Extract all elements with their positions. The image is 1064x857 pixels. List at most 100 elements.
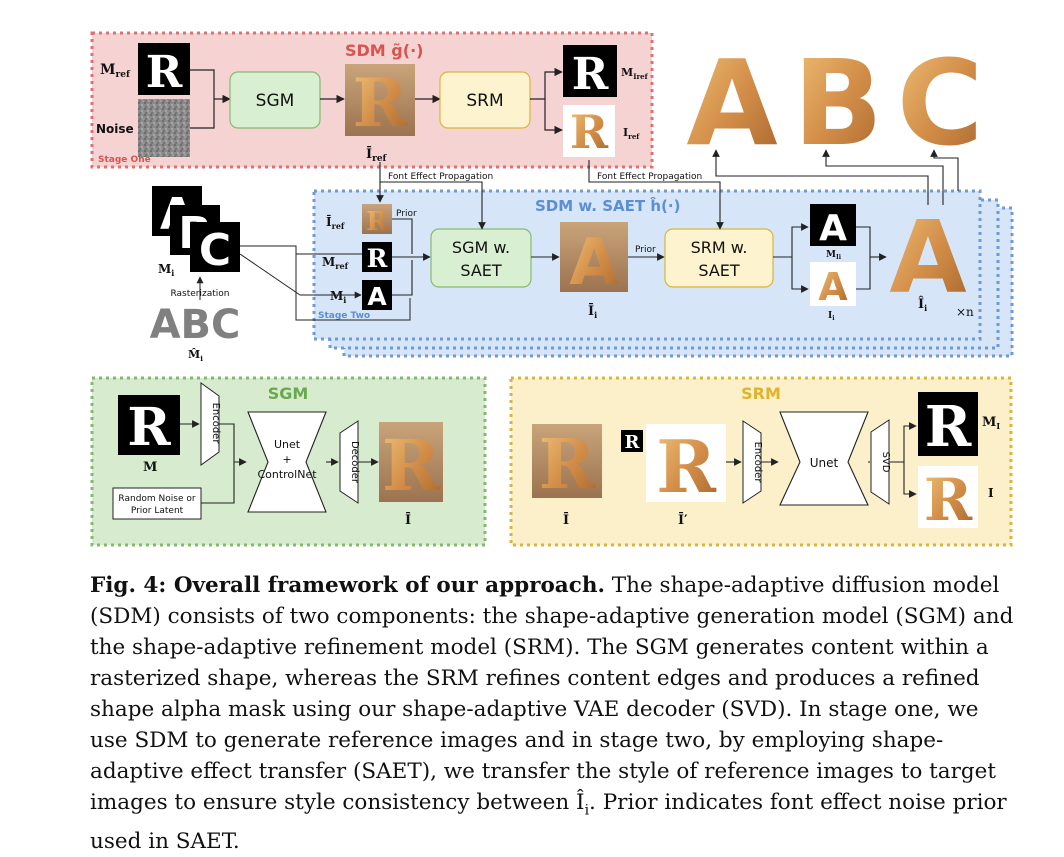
- fep-label-right: Font Effect Propagation: [597, 172, 702, 182]
- svg-text:R: R: [539, 425, 596, 505]
- srm-prime-image: [646, 424, 726, 502]
- i-i-label: Ii: [828, 311, 835, 322]
- noise-label: Noise: [96, 122, 134, 136]
- stage-two-label: Stage Two: [318, 311, 370, 321]
- srm-mask-output-label: MI: [982, 415, 1000, 431]
- s2-m-i-mask: [362, 280, 392, 310]
- sgm-label: SGM: [256, 91, 295, 111]
- svg-text:A: A: [367, 282, 387, 311]
- srm-image-output: [918, 466, 978, 528]
- svg-text:R: R: [382, 424, 441, 507]
- i-ref-image: [563, 105, 615, 157]
- svg-text:SGM w.: SGM w.: [452, 238, 510, 257]
- sgm-decoder-label: Decoder: [349, 441, 360, 484]
- srm-label: SRM: [466, 91, 503, 111]
- svg-text:R: R: [572, 49, 609, 100]
- srm-prime-label: Ī′: [678, 512, 688, 528]
- srm-detail-panel: SRM R Ī R R Ī′ Encoder Unet SVD R MI R I: [509, 376, 1013, 547]
- svg-text:R: R: [625, 432, 641, 453]
- i-bar-ref-label: Īref: [366, 146, 388, 164]
- svg-text:A: A: [819, 208, 847, 249]
- svg-text:Unet: Unet: [274, 438, 301, 451]
- caption-bold: Fig. 4: Overall framework of our approac…: [90, 573, 605, 598]
- svg-text:R: R: [570, 105, 609, 159]
- top-letter-a: A: [686, 34, 777, 172]
- m-i-left-label: Mi: [158, 262, 174, 278]
- srm-mask-output: [918, 392, 978, 456]
- svg-text:Prior Latent: Prior Latent: [131, 506, 184, 516]
- noise-image: [138, 99, 190, 157]
- svg-text:C: C: [199, 225, 231, 276]
- svg-text:R: R: [924, 466, 973, 534]
- svg-text:R: R: [353, 64, 409, 142]
- s2-i-bar-ref-label: Īref: [326, 214, 345, 231]
- srm-encoder-label: Encoder: [752, 442, 763, 484]
- svg-text:R: R: [367, 244, 388, 273]
- m-iref-label: MIref: [621, 66, 649, 81]
- feedback-arrows: [712, 149, 959, 205]
- svg-text:ControlNet: ControlNet: [257, 468, 317, 481]
- svg-text:R: R: [366, 207, 388, 237]
- srm-small-mask: [621, 430, 643, 452]
- srm-panel-title: SRM: [741, 384, 781, 403]
- abc-text: ABC: [150, 302, 241, 348]
- sgm-m-label: M: [143, 460, 157, 475]
- m-iref-mask: [563, 45, 617, 97]
- srm-input-label: Ī: [563, 512, 569, 528]
- s2-i-bar-ref-thumb: [362, 204, 392, 234]
- svg-text:R: R: [925, 394, 972, 460]
- caption-sub: i: [584, 802, 590, 819]
- srm-svd-label: SVD: [880, 452, 891, 473]
- srm-input-image: [532, 424, 602, 498]
- sgm-detail-panel: SGM R M Encoder Random Noise or Prior La…: [90, 376, 487, 547]
- times-n-label: ×n: [956, 305, 974, 319]
- srm-box: [439, 71, 531, 129]
- stage-one-label: Stage One: [98, 155, 151, 165]
- srm-unet-shape: [779, 411, 869, 506]
- stage-one-title: SDM g̃(·): [345, 41, 423, 60]
- m-ref-mask: [138, 43, 190, 95]
- s2-m-i-label: Mi: [330, 289, 346, 305]
- caption-text: The shape-adaptive diffusion model (SDM)…: [90, 573, 1014, 815]
- framework-diagram: SDM g̃(·) Stage One Mref R Noise SGM R Ī…: [90, 31, 1014, 547]
- font-effect-propagation: Font Effect Propagation Font Effect Prop…: [376, 160, 724, 230]
- final-a-image: A: [889, 199, 966, 316]
- stage-two-panel: SDM w. SAET ĥ(·) Stage Two Īref R Prior …: [312, 189, 1014, 358]
- prior-label-b: Prior: [635, 245, 656, 255]
- i-i-image: [810, 262, 856, 306]
- s2-m-ref-label: Mref: [322, 255, 349, 271]
- generated-r-image: [345, 64, 415, 136]
- srm-image-output-label: I: [988, 486, 994, 500]
- figure-caption: Fig. 4: Overall framework of our approac…: [90, 570, 1020, 857]
- stage-one-panel: SDM g̃(·) Stage One Mref R Noise SGM R Ī…: [90, 31, 654, 169]
- sgm-encoder-label: Encoder: [210, 403, 221, 445]
- svg-text:R: R: [656, 424, 717, 509]
- fep-label-left: Font Effect Propagation: [388, 172, 493, 182]
- svg-text:R: R: [146, 47, 183, 98]
- svg-text:Random Noise or: Random Noise or: [118, 494, 195, 504]
- m-ii-mask: [810, 204, 856, 246]
- svg-text:SAET: SAET: [460, 261, 502, 280]
- m-ref-label: Mref: [100, 62, 131, 80]
- svg-text:R: R: [127, 397, 171, 458]
- sgm-noise-box: [112, 487, 202, 520]
- m-hat-label: M̂i: [188, 348, 203, 363]
- top-letter-b: B: [793, 34, 883, 172]
- sgm-box: [229, 71, 321, 129]
- sgm-output-image: [379, 422, 443, 502]
- left-input: A B C Mi Rasterization ABC M̂i: [150, 186, 411, 363]
- svg-text:Unet: Unet: [810, 456, 839, 470]
- sgm-output-label: Ī: [405, 512, 411, 528]
- i-bar-i-label: Īi: [588, 303, 597, 320]
- sgm-unet-shape: [247, 411, 327, 513]
- svg-text:+: +: [282, 453, 291, 466]
- sgm-panel-title: SGM: [268, 384, 309, 403]
- i-hat-label: Îi: [918, 296, 927, 313]
- sgm-m-mask: [118, 395, 180, 455]
- generated-a-image: [560, 222, 628, 292]
- rasterization-label: Rasterization: [170, 289, 229, 299]
- svg-text:SAET: SAET: [698, 261, 740, 280]
- prior-label-a: Prior: [396, 209, 417, 219]
- svg-text:A: A: [569, 226, 619, 300]
- top-letter-c: C: [897, 34, 984, 172]
